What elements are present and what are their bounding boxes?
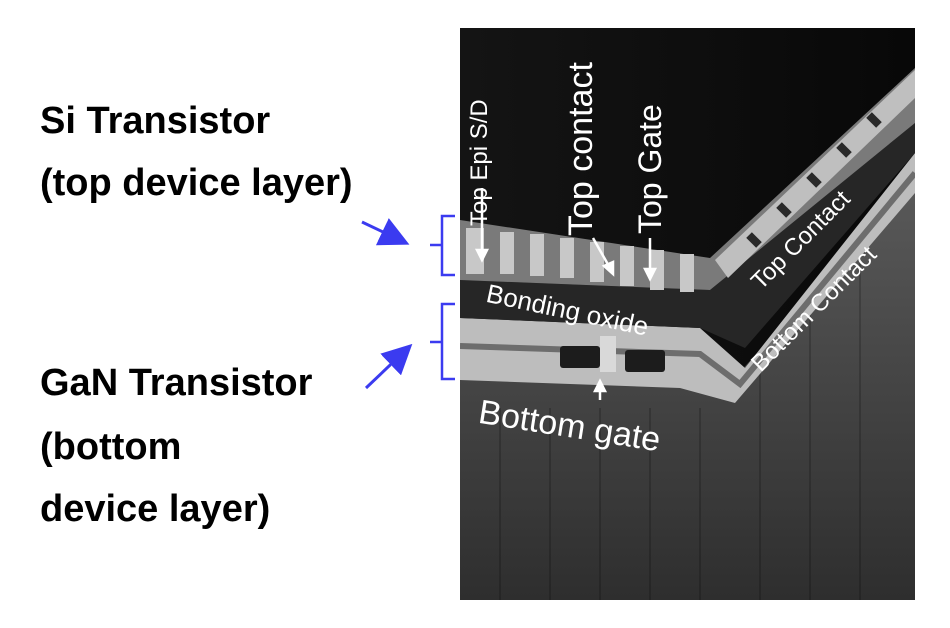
sem-image-drawing: [460, 28, 915, 600]
bottom-device-band: [460, 153, 915, 403]
label-top-epi: Top Epi S/D: [466, 99, 493, 226]
label-top-gate: Top Gate: [632, 104, 668, 234]
sem-cross-section-image: Top Epi S/D Top contact Top Gate Top Con…: [460, 28, 915, 600]
si-arrow: [361, 218, 410, 246]
label-top-contact: Top contact: [562, 62, 600, 236]
gan-transistor-subtitle-line2: device layer): [40, 488, 271, 530]
bonding-oxide-band: [460, 123, 915, 348]
si-transistor-title: Si Transistor: [40, 100, 271, 142]
gan-arrow: [364, 343, 413, 390]
si-bracket: [430, 214, 455, 277]
si-transistor-subtitle: (top device layer): [40, 162, 353, 204]
gan-transistor-title: GaN Transistor: [40, 362, 313, 404]
gan-bracket: [430, 302, 455, 381]
gan-transistor-subtitle-line1: (bottom: [40, 426, 182, 468]
